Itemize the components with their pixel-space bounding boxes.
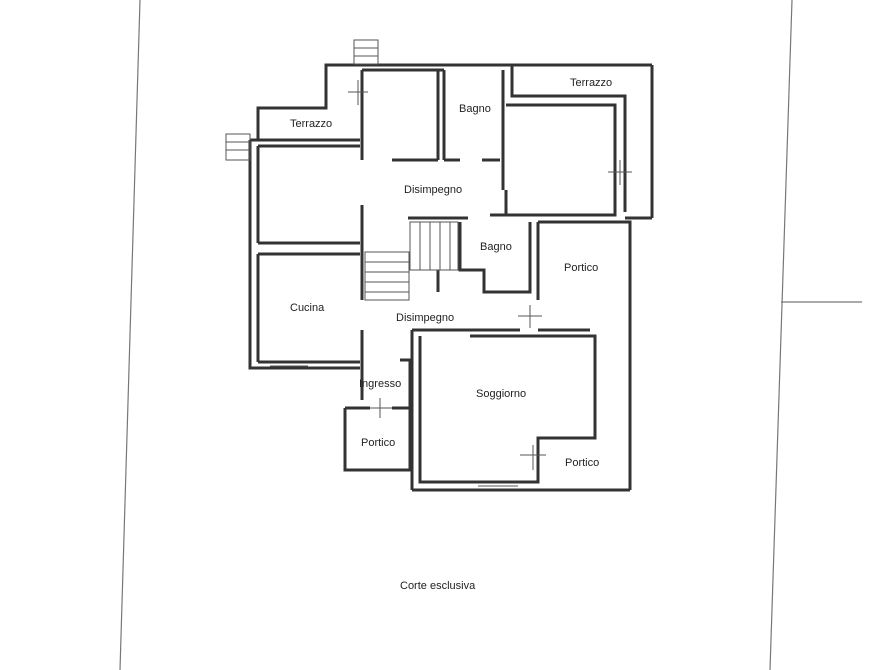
label-ingresso: Ingresso [359, 378, 401, 390]
label-portico-left: Portico [361, 437, 395, 449]
label-corte-esclusiva: Corte esclusiva [400, 580, 476, 592]
label-portico-right: Portico [564, 262, 598, 274]
stairs [225, 39, 518, 487]
lot-boundary [119, 0, 862, 670]
walls [248, 63, 654, 492]
label-disimpegno-mid: Disimpegno [396, 312, 454, 324]
label-terrazzo-top: Terrazzo [570, 77, 612, 89]
label-bagno-top: Bagno [459, 103, 491, 115]
doors [348, 80, 632, 470]
label-soggiorno: Soggiorno [476, 388, 526, 400]
label-portico-bottom: Portico [565, 457, 599, 469]
label-disimpegno-top: Disimpegno [404, 184, 462, 196]
label-terrazzo-left: Terrazzo [290, 118, 332, 130]
label-cucina: Cucina [290, 302, 325, 314]
label-bagno-mid: Bagno [480, 241, 512, 253]
